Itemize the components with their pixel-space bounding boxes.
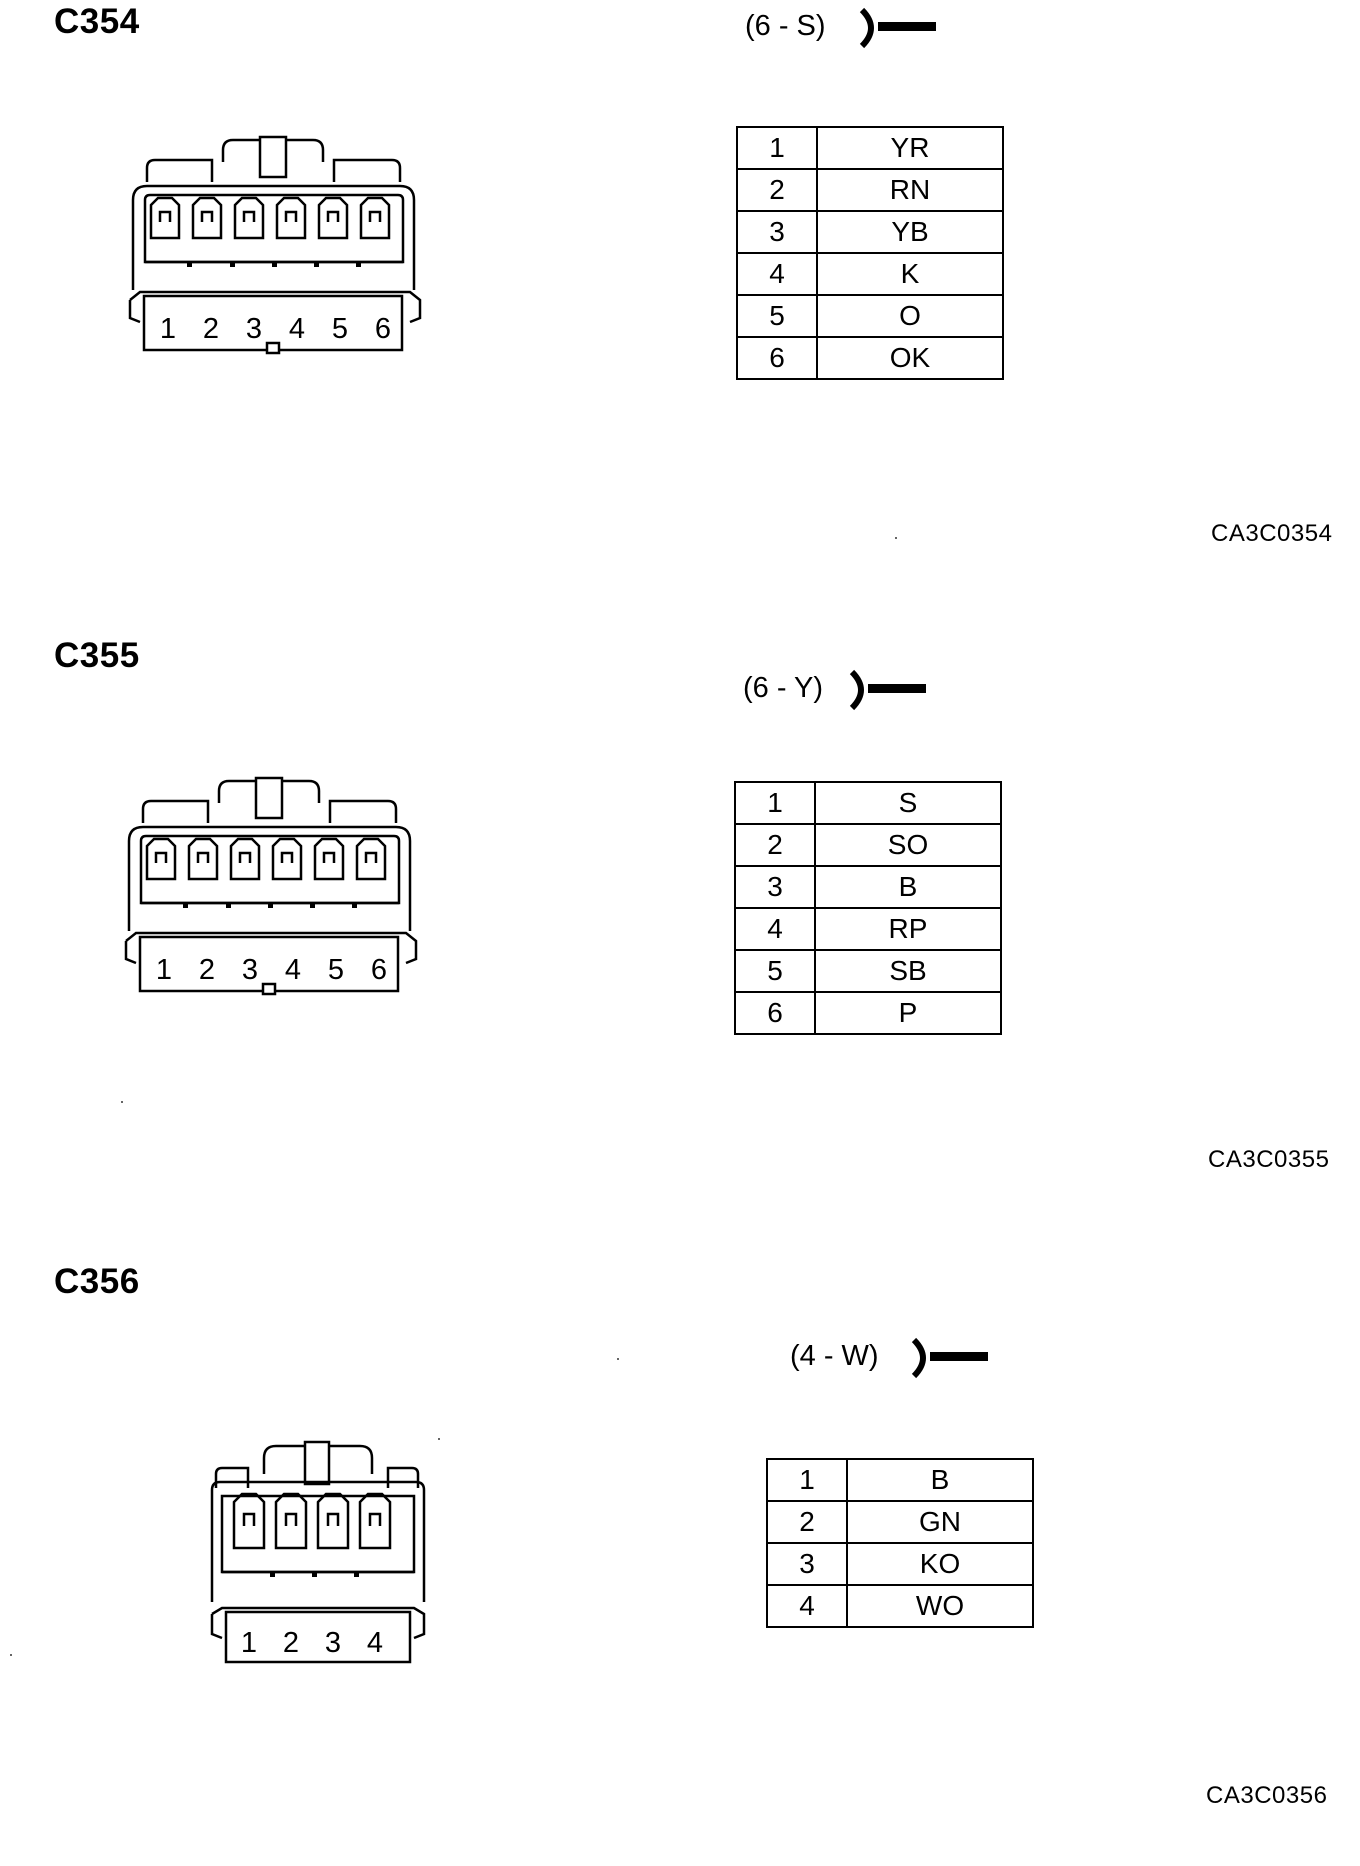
connector-section-c354: C354 (6 - S) [0, 0, 1360, 604]
pin-cell: 1 [736, 126, 818, 170]
wire-color-cell: S [814, 781, 1002, 825]
pin-number-label: 5 [332, 313, 348, 345]
pin-number-label: 6 [375, 313, 391, 345]
pin-cell: 2 [766, 1500, 848, 1544]
harness-plug-icon [859, 7, 936, 49]
pin-number-label: 1 [160, 313, 176, 345]
pin-number-label: 4 [289, 313, 305, 345]
connector-id: C354 [54, 2, 140, 41]
wire-color-cell: GN [846, 1500, 1034, 1544]
pin-cell: 4 [766, 1584, 848, 1628]
connector-section-c355: C355 (6 - Y) [0, 636, 1360, 1240]
connector-id: C356 [54, 1262, 140, 1301]
connector-spec: (6 - S) [745, 10, 826, 42]
pin-cell: 5 [734, 949, 816, 993]
wire-color-cell: P [814, 991, 1002, 1035]
scan-speck [895, 537, 897, 539]
pin-cell: 3 [734, 865, 816, 909]
pin-cell: 5 [736, 294, 818, 338]
pin-number-label: 3 [325, 1627, 341, 1659]
wire-color-cell: B [846, 1458, 1034, 1502]
wire-color-cell: RP [814, 907, 1002, 951]
pin-number-label: 6 [371, 954, 387, 986]
connector-face-diagram: 1 2 3 4 5 6 [124, 776, 418, 996]
connector-face-diagram: 1 2 3 4 5 6 [128, 135, 422, 355]
pin-cell: 3 [736, 210, 818, 254]
wire-color-cell: K [816, 252, 1004, 296]
harness-plug-icon [911, 1337, 988, 1379]
reference-code: CA3C0354 [1211, 520, 1333, 547]
pin-number-label: 3 [246, 313, 262, 345]
wire-color-cell: SO [814, 823, 1002, 867]
wire-color-cell: SB [814, 949, 1002, 993]
reference-code: CA3C0356 [1206, 1782, 1328, 1809]
pin-cell: 4 [734, 907, 816, 951]
pin-number-label: 4 [367, 1627, 383, 1659]
wire-color-cell: WO [846, 1584, 1034, 1628]
pin-cell: 6 [736, 336, 818, 380]
wire-color-cell: O [816, 294, 1004, 338]
connector-section-c356: C356 (4 - W) [0, 1262, 1360, 1866]
pin-cell: 6 [734, 991, 816, 1035]
pin-number-label: 3 [242, 954, 258, 986]
scan-speck [617, 1358, 619, 1360]
wire-color-cell: B [814, 865, 1002, 909]
pin-cell: 1 [766, 1458, 848, 1502]
wire-color-cell: YR [816, 126, 1004, 170]
pin-number-label: 2 [203, 313, 219, 345]
pin-cell: 1 [734, 781, 816, 825]
pin-cell: 4 [736, 252, 818, 296]
pin-number-label: 4 [285, 954, 301, 986]
scan-speck [438, 1438, 440, 1440]
connector-spec: (6 - Y) [743, 672, 824, 704]
connector-face-diagram: 1 2 3 4 [210, 1440, 426, 1664]
wire-color-cell: OK [816, 336, 1004, 380]
wire-color-cell: RN [816, 168, 1004, 212]
pin-cell: 2 [734, 823, 816, 867]
harness-plug-icon [849, 669, 926, 711]
pin-cell: 2 [736, 168, 818, 212]
pin-number-label: 2 [199, 954, 215, 986]
pin-number-label: 5 [328, 954, 344, 986]
scan-speck [10, 1654, 12, 1656]
wire-color-cell: YB [816, 210, 1004, 254]
wire-color-cell: KO [846, 1542, 1034, 1586]
pin-number-label: 1 [241, 1627, 257, 1659]
pin-cell: 3 [766, 1542, 848, 1586]
connector-spec: (4 - W) [790, 1340, 879, 1372]
pin-number-label: 2 [283, 1627, 299, 1659]
reference-code: CA3C0355 [1208, 1146, 1330, 1173]
pin-number-label: 1 [156, 954, 172, 986]
connector-id: C355 [54, 636, 140, 675]
scan-speck [121, 1101, 123, 1103]
